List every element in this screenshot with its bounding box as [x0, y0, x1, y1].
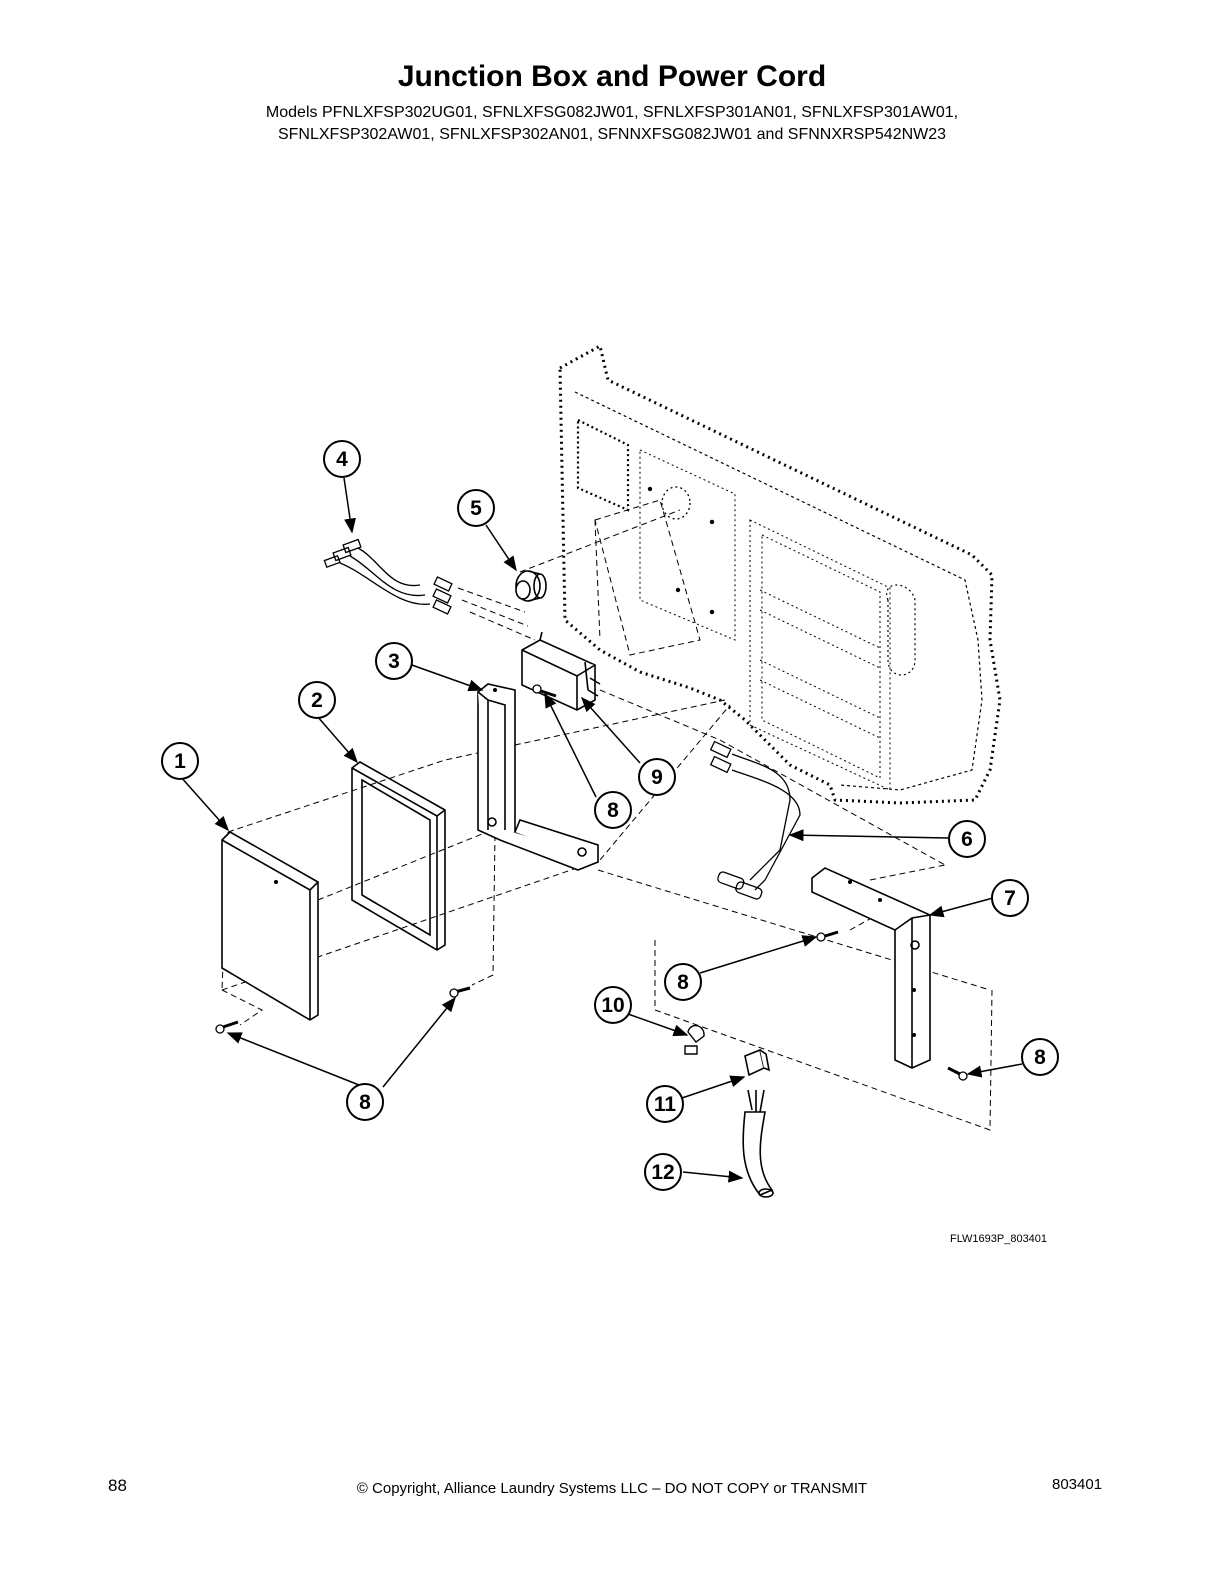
part-gasket-frame [351, 761, 446, 951]
copyright-notice: © Copyright, Alliance Laundry Systems LL… [356, 1480, 868, 1497]
callout-2: 2 [298, 681, 336, 719]
callout-9: 9 [638, 758, 676, 796]
callout-10-label: 10 [601, 994, 624, 1017]
callout-7-label: 7 [1004, 887, 1016, 910]
model-list-line-2: SFNLXFSP302AW01, SFNLXFSP302AN01, SFNNXF… [277, 126, 947, 143]
leader-arrows [179, 477, 1023, 1183]
part-power-cord [742, 1089, 774, 1198]
callout-8-screw-block: 8 [594, 791, 632, 829]
callout-8b-label: 8 [359, 1091, 371, 1114]
part-mounting-bracket [477, 683, 600, 871]
callout-8d-label: 8 [1034, 1046, 1046, 1069]
callout-8c-label: 8 [677, 971, 689, 994]
callout-8-screw-bracket: 8 [664, 963, 702, 1001]
callout-11-label: 11 [654, 1093, 677, 1116]
callout-8-screw-bottom: 8 [1021, 1038, 1059, 1076]
part-screws [215, 684, 968, 1081]
figure-id: FLW1693P_803401 [950, 1233, 1048, 1245]
callout-4: 4 [323, 440, 361, 478]
part-cover-panel [221, 831, 319, 1021]
part-strain-relief [744, 1048, 771, 1077]
callout-8a-label: 8 [607, 799, 619, 822]
part-grommet [515, 570, 547, 602]
callout-7: 7 [991, 879, 1029, 917]
cabinet-rear-panel [558, 343, 1002, 805]
callout-6: 6 [948, 820, 986, 858]
callout-12: 12 [644, 1153, 682, 1191]
callouts: 1 2 3 4 5 6 7 8 [161, 440, 1059, 1191]
part-wire-harness [323, 538, 453, 615]
callout-4-label: 4 [336, 448, 348, 471]
model-list-line-1: Models PFNLXFSP302UG01, SFNLXFSG082JW01,… [265, 104, 959, 121]
document-number: 803401 [1052, 1476, 1103, 1493]
model-list: Models PFNLXFSP302UG01, SFNLXFSG082JW01,… [0, 102, 1224, 146]
part-l-bracket [811, 867, 931, 1069]
callout-6-label: 6 [961, 828, 973, 851]
callout-3: 3 [375, 642, 413, 680]
part-cord-clamp [684, 1025, 705, 1055]
callout-1: 1 [161, 742, 199, 780]
page-number: 88 [108, 1476, 127, 1495]
callout-9-label: 9 [651, 766, 663, 789]
callout-5-label: 5 [470, 497, 482, 520]
callout-12-label: 12 [651, 1161, 674, 1184]
callout-1-label: 1 [174, 750, 186, 773]
callout-8-screws-cover: 8 [346, 1083, 384, 1121]
callout-11: 11 [646, 1085, 684, 1123]
callout-3-label: 3 [388, 650, 400, 673]
part-terminal-block [521, 631, 601, 711]
page-title: Junction Box and Power Cord [397, 60, 827, 93]
part-lead-wires [709, 740, 801, 900]
callout-10: 10 [594, 986, 632, 1024]
callout-5: 5 [457, 489, 495, 527]
callout-2-label: 2 [311, 689, 323, 712]
